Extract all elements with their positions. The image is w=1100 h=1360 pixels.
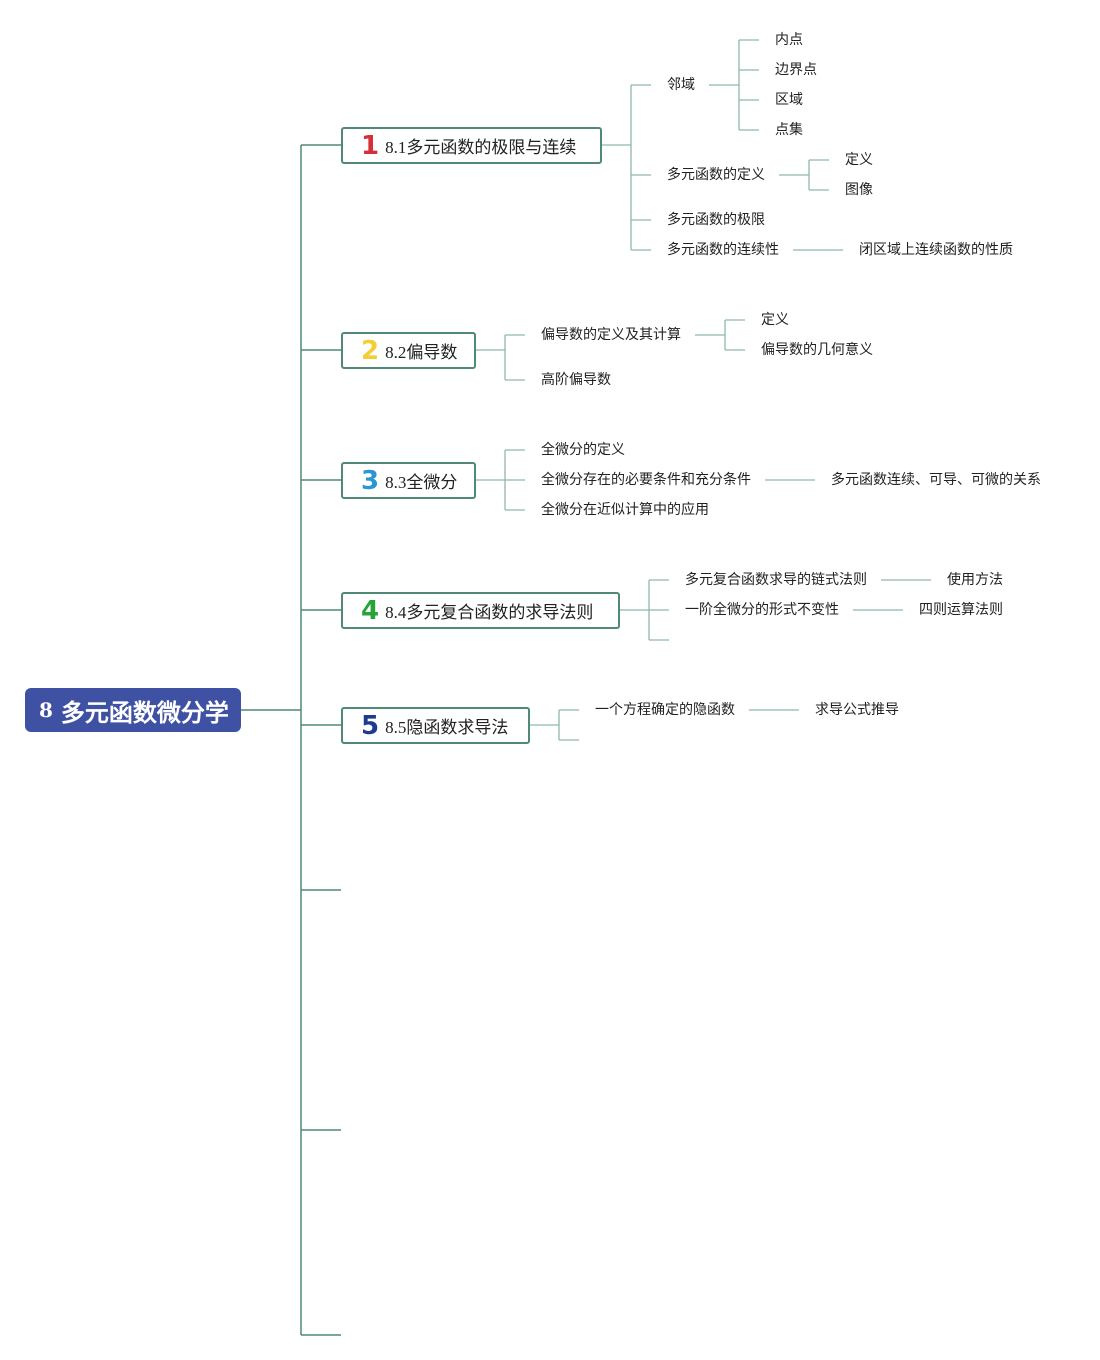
topic-continuity[interactable]: 多元函数的连续性: [667, 242, 779, 258]
topic-implicit-function-one-equation[interactable]: 一个方程确定的隐函数: [595, 702, 735, 718]
section-number-2: 2: [361, 335, 380, 366]
topic-neighborhood[interactable]: 邻域: [667, 77, 695, 93]
root-title: 多元函数微分学: [60, 698, 229, 727]
section-title-2: 偏导数: [406, 343, 458, 363]
section-node-2[interactable]: 2 8.2偏导数: [341, 332, 476, 369]
section-number-1: 1: [361, 130, 380, 161]
topic-function-limit[interactable]: 多元函数的极限: [667, 212, 765, 228]
section-code-1: 8.1: [385, 138, 407, 157]
subtopic-pd-definition[interactable]: 定义: [761, 312, 789, 328]
section-number-4: 4: [361, 595, 380, 626]
section-title-1: 多元函数的极限与连续: [406, 138, 577, 158]
topic-function-definition[interactable]: 多元函数的定义: [667, 167, 765, 183]
root-node[interactable]: 8 多元函数微分学: [25, 688, 241, 732]
topic-total-differential-definition[interactable]: 全微分的定义: [541, 442, 625, 458]
section-code-2: 8.2: [385, 343, 407, 362]
section-code-4: 8.4: [385, 603, 407, 622]
section-number-3: 3: [361, 465, 380, 496]
section-number-5: 5: [361, 710, 380, 741]
root-number: 8: [39, 698, 53, 722]
section-node-1[interactable]: 1 8.1多元函数的极限与连续: [341, 127, 602, 164]
topic-total-differential-conditions[interactable]: 全微分存在的必要条件和充分条件: [541, 472, 751, 488]
section-title-4: 多元复合函数的求导法则: [406, 603, 594, 623]
section-code-5: 8.5: [385, 718, 407, 737]
subtopic-formula-derivation[interactable]: 求导公式推导: [815, 702, 899, 718]
section-node-3[interactable]: 3 8.3全微分: [341, 462, 476, 499]
subtopic-pd-geometric-meaning[interactable]: 偏导数的几何意义: [761, 342, 873, 358]
subtopic-arithmetic-rules[interactable]: 四则运算法则: [919, 602, 1003, 618]
subtopic-continuity-differentiability-relation[interactable]: 多元函数连续、可导、可微的关系: [831, 472, 1041, 488]
section-title-5: 隐函数求导法: [406, 718, 509, 738]
subtopic-region[interactable]: 区域: [775, 92, 803, 108]
section-title-3: 全微分: [406, 473, 458, 493]
subtopic-usage-method[interactable]: 使用方法: [947, 572, 1003, 588]
section-node-5[interactable]: 5 8.5隐函数求导法: [341, 707, 530, 744]
topic-partial-derivative-definition[interactable]: 偏导数的定义及其计算: [541, 327, 681, 343]
topic-form-invariance[interactable]: 一阶全微分的形式不变性: [685, 602, 839, 618]
subtopic-interior-point[interactable]: 内点: [775, 32, 803, 48]
section-node-4[interactable]: 4 8.4多元复合函数的求导法则: [341, 592, 620, 629]
topic-chain-rule[interactable]: 多元复合函数求导的链式法则: [685, 572, 867, 588]
subtopic-graph[interactable]: 图像: [845, 182, 873, 198]
subtopic-closed-region-properties[interactable]: 闭区域上连续函数的性质: [859, 242, 1013, 258]
subtopic-boundary-point[interactable]: 边界点: [775, 62, 817, 78]
topic-higher-order-pd[interactable]: 高阶偏导数: [541, 372, 611, 388]
topic-approximate-calculation[interactable]: 全微分在近似计算中的应用: [541, 502, 709, 518]
subtopic-point-set[interactable]: 点集: [775, 122, 803, 138]
subtopic-definition[interactable]: 定义: [845, 152, 873, 168]
section-code-3: 8.3: [385, 473, 407, 492]
